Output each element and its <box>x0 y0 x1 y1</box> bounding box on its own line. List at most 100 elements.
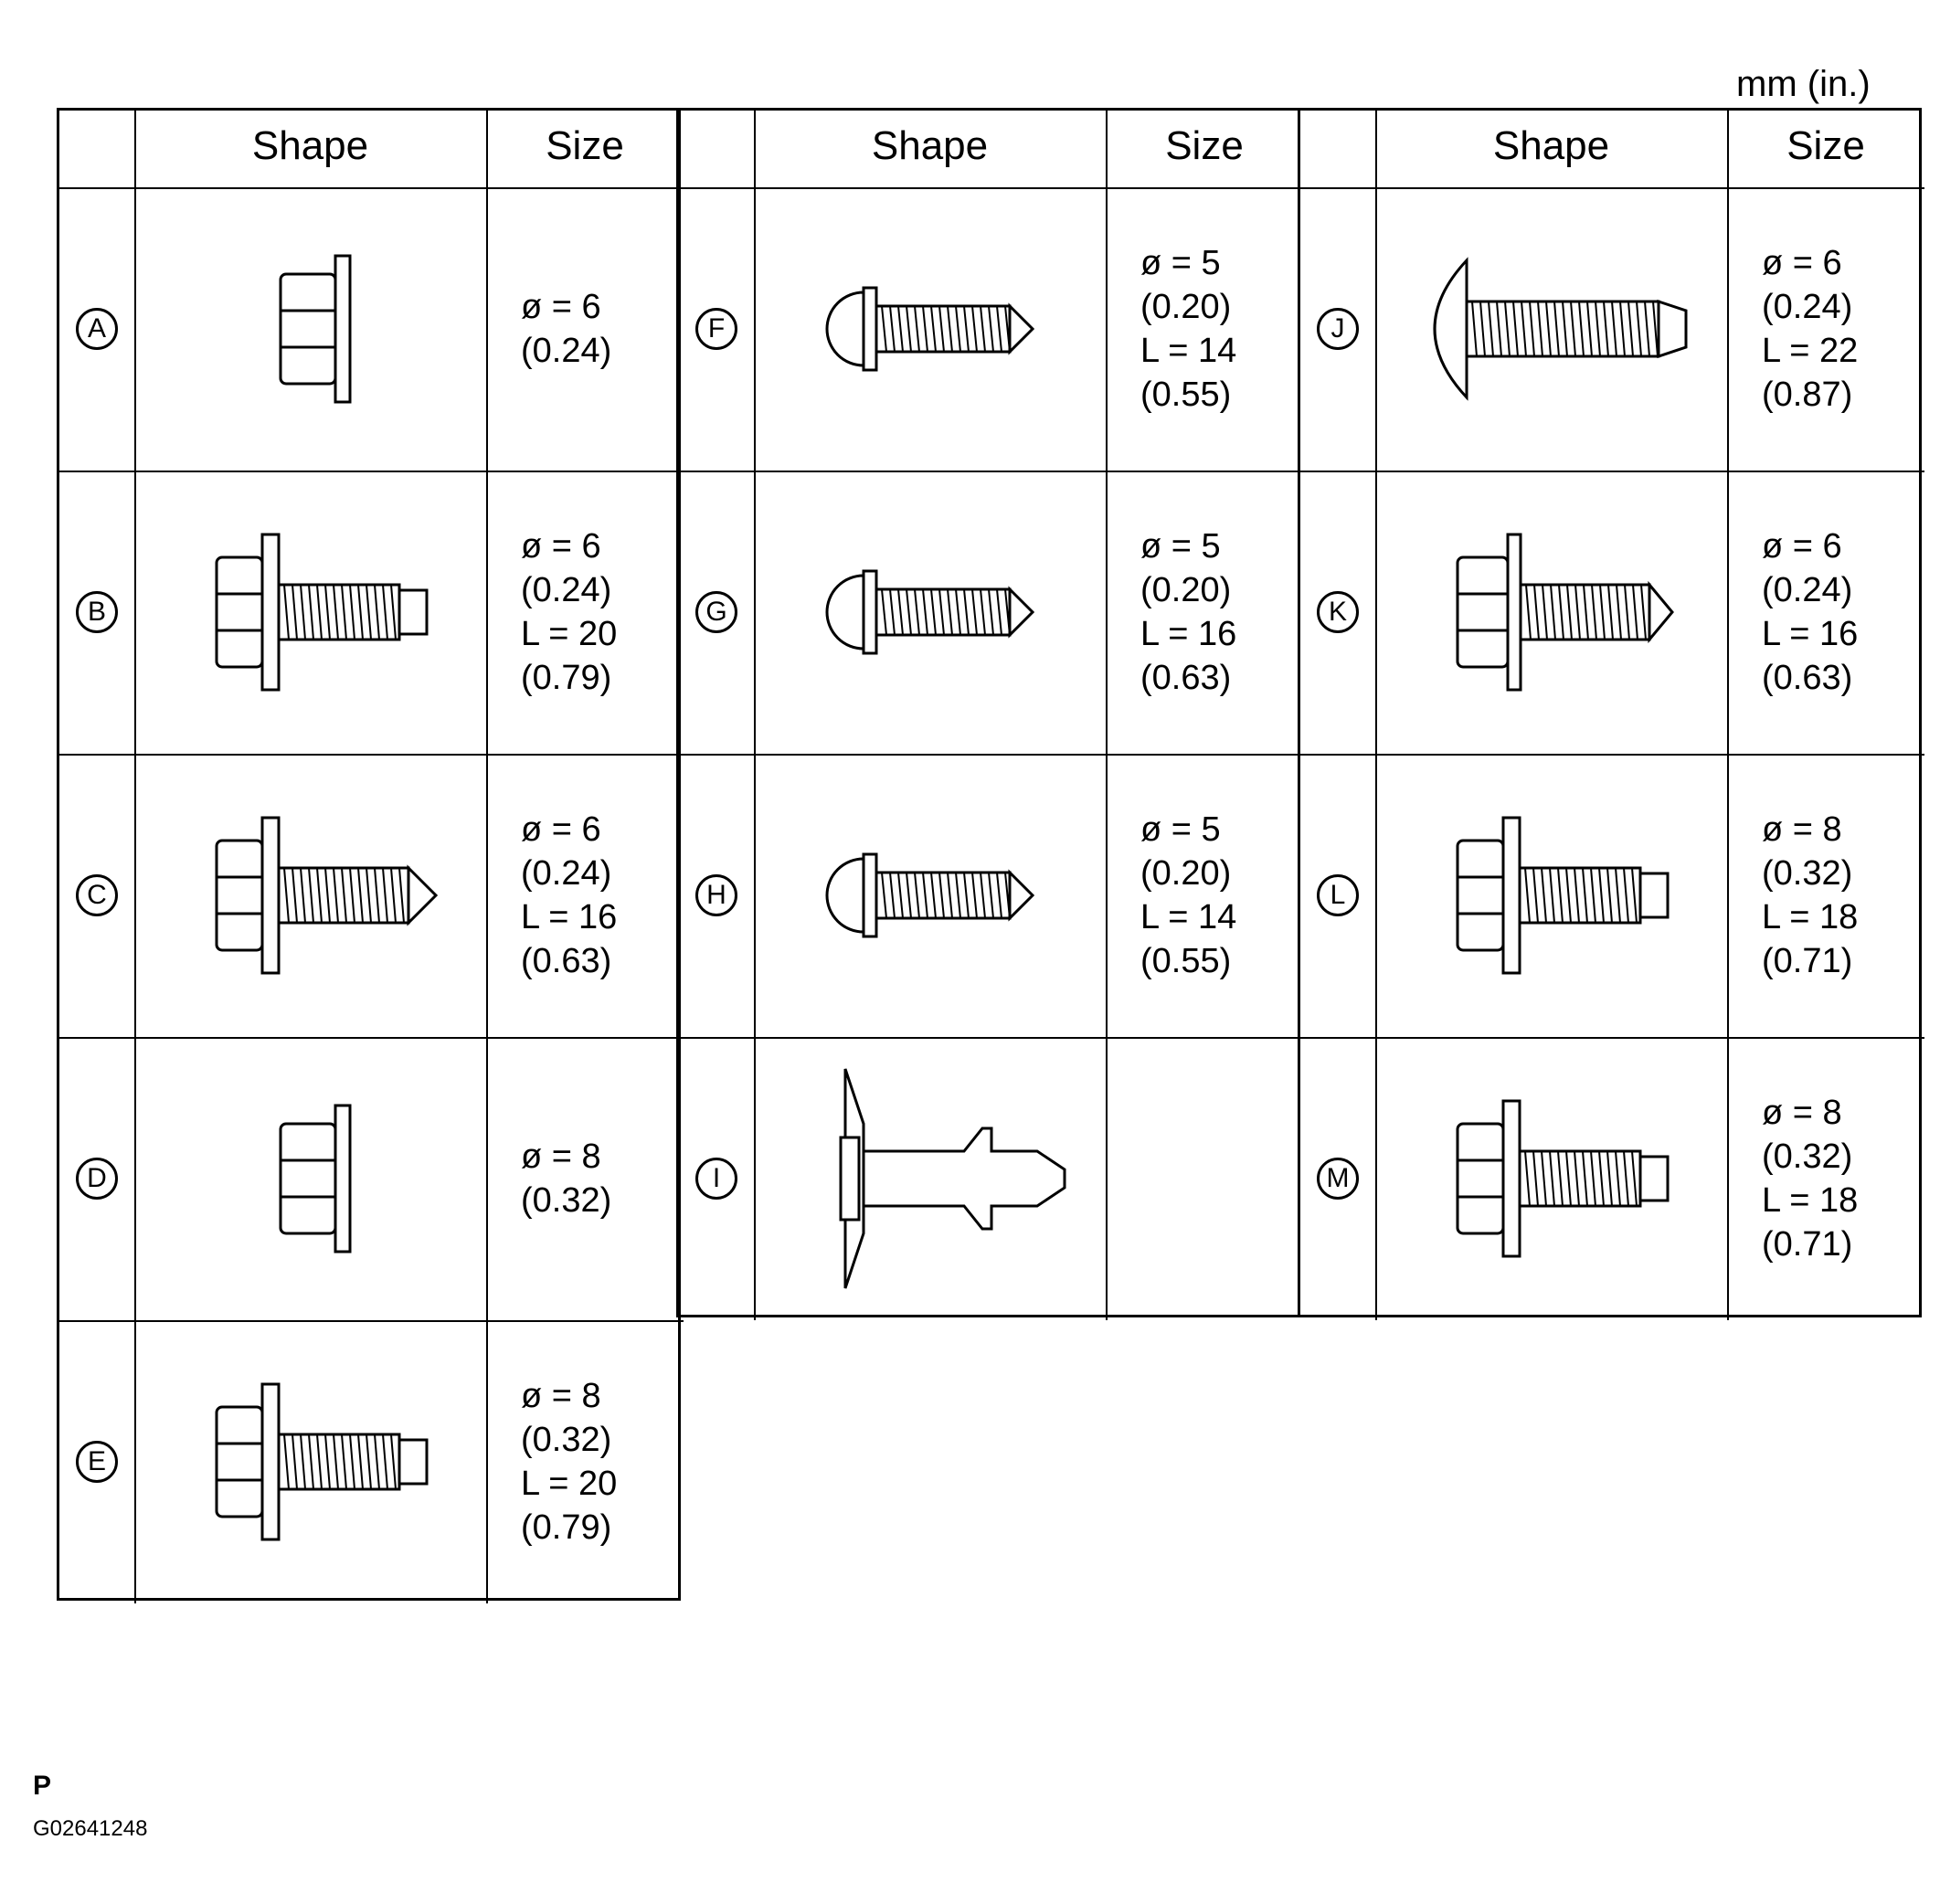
size-spec: ø = 5(0.20)L = 16(0.63) <box>1140 524 1236 700</box>
pan-head-tapping-screw-icon <box>763 475 1097 754</box>
size-spec: ø = 5(0.20)L = 14(0.55) <box>1140 808 1236 983</box>
size-spec-line: L = 16 <box>1762 615 1859 653</box>
size-spec: ø = 6(0.24)L = 20(0.79) <box>521 524 617 700</box>
size-spec: ø = 8(0.32)L = 18(0.71) <box>1762 1091 1858 1266</box>
size-spec-line: (0.32) <box>1762 1137 1853 1176</box>
shape-column-header: Shape <box>871 123 989 168</box>
size-spec-line: L = 16 <box>521 898 618 936</box>
item-letter-badge: D <box>76 1158 118 1200</box>
row-divider <box>59 187 684 189</box>
row-divider <box>1300 1037 1924 1039</box>
size-spec-line: (0.24) <box>521 332 612 370</box>
size-spec-line: L = 18 <box>1762 898 1859 936</box>
size-spec: ø = 8 (0.32) L = 18 (0.71) <box>1762 808 1858 983</box>
size-spec-line: (0.32) <box>521 1181 612 1220</box>
row-divider <box>1300 187 1924 189</box>
washer-hex-tapping-screw-icon <box>143 758 477 1037</box>
size-spec: ø = 6 (0.24) L = 22 (0.87) <box>1762 241 1858 417</box>
item-letter-badge: A <box>76 308 118 350</box>
column-divider <box>1727 111 1729 1320</box>
size-column-header: Size <box>546 123 624 168</box>
row-divider <box>59 1037 684 1039</box>
item-letter-badge: K <box>1317 591 1359 633</box>
size-spec-line: (0.32) <box>521 1421 612 1459</box>
size-spec-line: (0.87) <box>1762 376 1853 414</box>
row-divider <box>59 754 684 756</box>
size-spec-line: (0.24) <box>521 571 612 609</box>
size-spec-line: (0.63) <box>1140 659 1232 697</box>
column-divider <box>1106 111 1108 1320</box>
size-spec-line: (0.20) <box>1140 854 1232 893</box>
row-divider <box>679 754 1303 756</box>
size-spec-line: (0.32) <box>1762 854 1853 893</box>
size-spec-line: (0.79) <box>521 659 612 697</box>
flange-hex-bolt-icon <box>1384 475 1718 754</box>
column-divider <box>1375 111 1377 1320</box>
row-divider <box>1300 471 1924 472</box>
item-letter-badge: J <box>1317 308 1359 350</box>
flange-nut-icon <box>143 192 477 471</box>
size-spec-line: (0.24) <box>1762 288 1853 326</box>
row-divider <box>679 1037 1303 1039</box>
size-spec-line: ø = 5 <box>1140 244 1221 282</box>
size-spec-line: ø = 6 <box>1762 244 1842 282</box>
size-spec-line: ø = 6 <box>521 288 601 326</box>
size-spec: ø = 6(0.24)L = 16(0.63) <box>1762 524 1858 700</box>
size-spec-line: (0.55) <box>1140 942 1232 980</box>
size-spec-line: L = 20 <box>521 615 618 653</box>
item-letter-badge: H <box>695 874 737 916</box>
size-spec-line: ø = 6 <box>1762 527 1842 566</box>
size-column-header: Size <box>1165 123 1244 168</box>
washer-hex-bolt-icon <box>1384 1042 1718 1320</box>
item-letter-badge: C <box>76 874 118 916</box>
size-spec-line: ø = 6 <box>521 810 601 849</box>
button-head-bolt-icon <box>1384 192 1718 471</box>
table-row: I <box>679 1037 1303 1320</box>
row-divider <box>1300 754 1924 756</box>
size-spec-line: ø = 8 <box>1762 810 1842 849</box>
pan-head-tapping-screw-icon <box>763 192 1097 471</box>
size-spec-line: (0.71) <box>1762 1225 1853 1264</box>
size-column-header: Size <box>1786 123 1865 168</box>
size-spec: ø = 8(0.32)L = 20(0.79) <box>521 1374 617 1550</box>
size-spec-line: L = 22 <box>1762 332 1859 370</box>
washer-hex-bolt-icon <box>143 475 477 754</box>
item-letter-badge: G <box>695 591 737 633</box>
item-letter-badge: I <box>695 1158 737 1200</box>
size-spec-line: (0.24) <box>1762 571 1853 609</box>
size-spec: ø = 6(0.24)L = 16(0.63) <box>521 808 617 983</box>
column-divider <box>134 111 136 1603</box>
row-divider <box>59 471 684 472</box>
item-letter-badge: B <box>76 591 118 633</box>
size-spec: ø = 8(0.32) <box>521 1135 611 1222</box>
row-divider <box>59 1320 684 1322</box>
size-spec-line: ø = 8 <box>1762 1094 1842 1132</box>
column-divider <box>754 111 756 1320</box>
row-divider <box>679 471 1303 472</box>
washer-hex-bolt-icon <box>143 1325 477 1603</box>
push-clip-icon <box>763 1042 1097 1320</box>
size-spec-line: L = 14 <box>1140 332 1237 370</box>
column-divider <box>486 111 488 1603</box>
item-letter-badge: F <box>695 308 737 350</box>
section-label: P <box>33 1771 52 1801</box>
size-spec-line: L = 14 <box>1140 898 1237 936</box>
size-spec-line: (0.71) <box>1762 942 1853 980</box>
shape-column-header: Shape <box>1492 123 1610 168</box>
size-spec-line: (0.24) <box>521 854 612 893</box>
size-spec-line: L = 16 <box>1140 615 1237 653</box>
size-spec: ø = 6 (0.24) <box>521 285 611 373</box>
shape-column-header: Shape <box>251 123 369 168</box>
